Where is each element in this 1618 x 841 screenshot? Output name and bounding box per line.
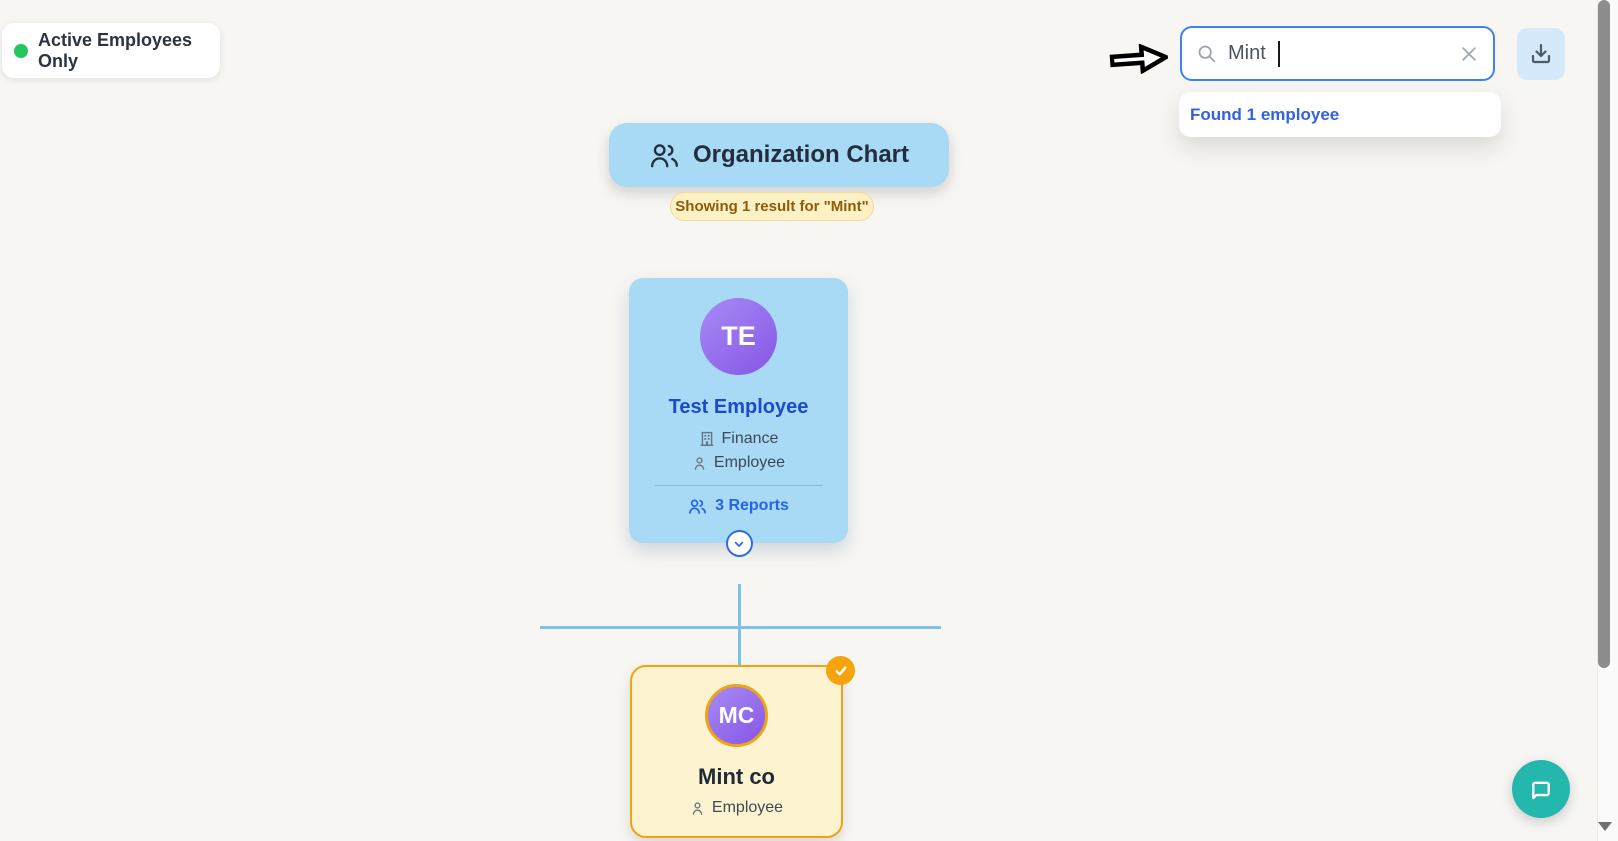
avatar: MC bbox=[705, 684, 768, 747]
org-chart-header: Organization Chart bbox=[609, 123, 949, 187]
employee-card-root[interactable]: TE Test Employee Finance bbox=[629, 278, 848, 557]
connector-line-horizontal bbox=[540, 626, 941, 629]
download-button[interactable] bbox=[1517, 28, 1565, 80]
employee-name: Test Employee bbox=[668, 396, 809, 418]
department-label: Finance bbox=[721, 430, 779, 447]
role-label: Employee bbox=[711, 799, 784, 816]
active-employees-filter[interactable]: Active Employees Only bbox=[2, 23, 220, 78]
scrollbar-track[interactable] bbox=[1597, 0, 1618, 841]
chevron-down-icon bbox=[731, 536, 747, 552]
chat-icon bbox=[1527, 775, 1555, 803]
department-row: Finance bbox=[629, 430, 848, 448]
annotation-right-arrow-icon bbox=[1109, 42, 1169, 76]
employee-card-highlighted[interactable]: MC Mint co Employee bbox=[630, 656, 855, 838]
page-title: Organization Chart bbox=[692, 141, 909, 168]
match-badge bbox=[826, 656, 855, 685]
connector-line-vertical-top bbox=[738, 584, 741, 627]
filter-label: Active Employees Only bbox=[38, 29, 193, 71]
expand-button[interactable] bbox=[725, 530, 753, 557]
reports-label: 3 Reports bbox=[715, 497, 789, 514]
check-icon bbox=[833, 663, 849, 679]
person-icon bbox=[690, 801, 705, 816]
result-count-text: Showing 1 result for "Mint" bbox=[675, 198, 869, 215]
close-icon bbox=[1459, 44, 1479, 64]
download-icon bbox=[1529, 42, 1553, 66]
reports-count: 3 Reports bbox=[629, 497, 848, 515]
scrollbar-thumb[interactable] bbox=[1598, 0, 1610, 668]
search-icon bbox=[1196, 43, 1217, 64]
clear-search-button[interactable] bbox=[1459, 44, 1479, 64]
search-results-dropdown: Found 1 employee bbox=[1179, 92, 1501, 137]
text-caret bbox=[1277, 40, 1280, 67]
building-icon bbox=[699, 431, 715, 447]
avatar: TE bbox=[700, 298, 777, 375]
role-row: Employee bbox=[632, 799, 841, 817]
scroll-down-arrow[interactable] bbox=[1598, 822, 1612, 831]
role-row: Employee bbox=[629, 454, 848, 472]
active-status-dot-icon bbox=[14, 43, 28, 58]
result-count-banner: Showing 1 result for "Mint" bbox=[670, 192, 874, 221]
chat-button[interactable] bbox=[1512, 760, 1570, 818]
employee-name: Mint co bbox=[698, 764, 775, 789]
connector-line-vertical-bottom bbox=[738, 629, 741, 666]
divider bbox=[654, 485, 823, 486]
role-label: Employee bbox=[713, 454, 786, 471]
people-icon bbox=[649, 142, 680, 169]
search-result-item[interactable]: Found 1 employee bbox=[1190, 104, 1340, 124]
person-icon bbox=[692, 456, 707, 471]
search-input[interactable]: Mint bbox=[1180, 26, 1495, 81]
search-value: Mint bbox=[1228, 42, 1266, 64]
reports-people-icon bbox=[688, 498, 707, 515]
